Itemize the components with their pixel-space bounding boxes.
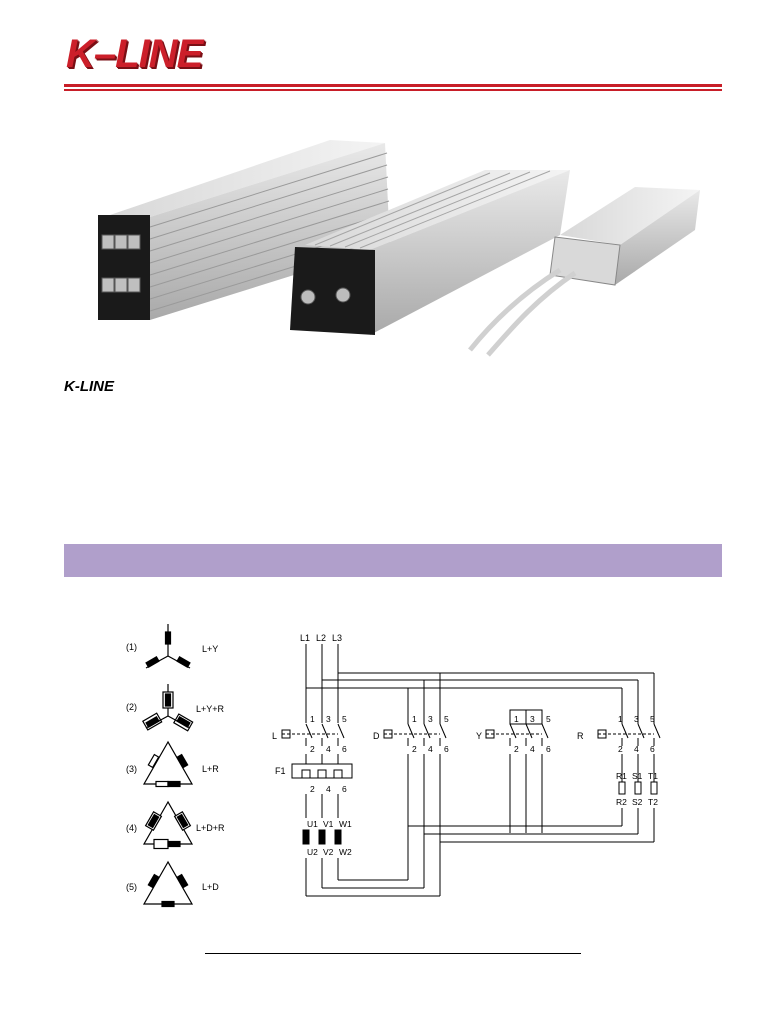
svg-text:2: 2 bbox=[412, 744, 417, 754]
contactor-label-y: Y bbox=[476, 731, 482, 741]
svg-text:4: 4 bbox=[326, 744, 331, 754]
svg-text:2: 2 bbox=[310, 744, 315, 754]
res-s2: S2 bbox=[632, 797, 643, 807]
header-rule bbox=[64, 84, 722, 87]
section-band bbox=[64, 544, 722, 577]
connection-diagrams: (1) L+Y (2) L+Y+R (3) L+R (4) L+D+R (5) … bbox=[126, 624, 225, 908]
motor-v2: V2 bbox=[323, 847, 334, 857]
conn-label-5: L+D bbox=[202, 882, 219, 892]
svg-text:1: 1 bbox=[412, 714, 417, 724]
line-label-l1: L1 bbox=[300, 633, 310, 643]
conn-index-3: (3) bbox=[126, 764, 137, 774]
res-r2: R2 bbox=[616, 797, 627, 807]
svg-text:6: 6 bbox=[546, 744, 551, 754]
k-line-logo: K–LINE bbox=[66, 32, 203, 76]
motor-w2: W2 bbox=[339, 847, 352, 857]
conn-label-1: L+Y bbox=[202, 644, 218, 654]
overload-relay-f1 bbox=[291, 763, 353, 779]
delta-symbol-4 bbox=[142, 800, 194, 850]
conn-label-4: L+D+R bbox=[196, 823, 225, 833]
motor-u2: U2 bbox=[307, 847, 318, 857]
svg-text:6: 6 bbox=[342, 784, 347, 794]
footer-rule bbox=[205, 953, 581, 954]
header-rule-thin bbox=[64, 89, 722, 91]
svg-text:4: 4 bbox=[634, 744, 639, 754]
svg-text:6: 6 bbox=[650, 744, 655, 754]
line-label-l3: L3 bbox=[332, 633, 342, 643]
contactor-d bbox=[383, 723, 447, 746]
motor-u1: U1 bbox=[307, 819, 318, 829]
res-s1: S1 bbox=[632, 771, 643, 781]
motor-v1: V1 bbox=[323, 819, 334, 829]
star-symbol-2 bbox=[142, 684, 194, 732]
svg-text:3: 3 bbox=[326, 714, 331, 724]
contactor-r bbox=[597, 723, 661, 746]
conn-index-5: (5) bbox=[126, 882, 137, 892]
svg-text:6: 6 bbox=[342, 744, 347, 754]
brand-label: K-LINE bbox=[64, 378, 114, 395]
svg-text:4: 4 bbox=[326, 784, 331, 794]
svg-text:3: 3 bbox=[634, 714, 639, 724]
conn-index-1: (1) bbox=[126, 642, 137, 652]
svg-text:2: 2 bbox=[618, 744, 623, 754]
svg-text:6: 6 bbox=[444, 744, 449, 754]
contactor-label-l: L bbox=[272, 731, 277, 741]
svg-text:2: 2 bbox=[514, 744, 519, 754]
conn-index-4: (4) bbox=[126, 823, 137, 833]
svg-text:1: 1 bbox=[514, 714, 519, 724]
svg-text:3: 3 bbox=[530, 714, 535, 724]
svg-text:1: 1 bbox=[310, 714, 315, 724]
resistor-medium bbox=[290, 170, 570, 335]
svg-text:5: 5 bbox=[546, 714, 551, 724]
conn-label-2: L+Y+R bbox=[196, 704, 225, 714]
delta-symbol-3 bbox=[142, 740, 194, 788]
motor-w1: W1 bbox=[339, 819, 352, 829]
svg-text:4: 4 bbox=[530, 744, 535, 754]
overload-label: F1 bbox=[275, 766, 286, 776]
contactor-l bbox=[281, 723, 345, 746]
contactor-y bbox=[485, 709, 549, 746]
svg-text:2: 2 bbox=[310, 784, 315, 794]
res-t1: T1 bbox=[648, 771, 658, 781]
resistor-small bbox=[468, 187, 700, 357]
contactor-label-d: D bbox=[373, 731, 380, 741]
svg-text:1: 1 bbox=[618, 714, 623, 724]
svg-text:5: 5 bbox=[444, 714, 449, 724]
braking-resistor-photo bbox=[98, 140, 700, 357]
resistor-large bbox=[98, 140, 391, 320]
svg-text:5: 5 bbox=[650, 714, 655, 724]
contactor-label-r: R bbox=[577, 731, 584, 741]
svg-text:5: 5 bbox=[342, 714, 347, 724]
svg-text:4: 4 bbox=[428, 744, 433, 754]
conn-label-3: L+R bbox=[202, 764, 219, 774]
res-t2: T2 bbox=[648, 797, 658, 807]
star-symbol-1 bbox=[145, 624, 191, 669]
delta-symbol-5 bbox=[142, 860, 194, 908]
conn-index-2: (2) bbox=[126, 702, 137, 712]
line-label-l2: L2 bbox=[316, 633, 326, 643]
svg-text:3: 3 bbox=[428, 714, 433, 724]
